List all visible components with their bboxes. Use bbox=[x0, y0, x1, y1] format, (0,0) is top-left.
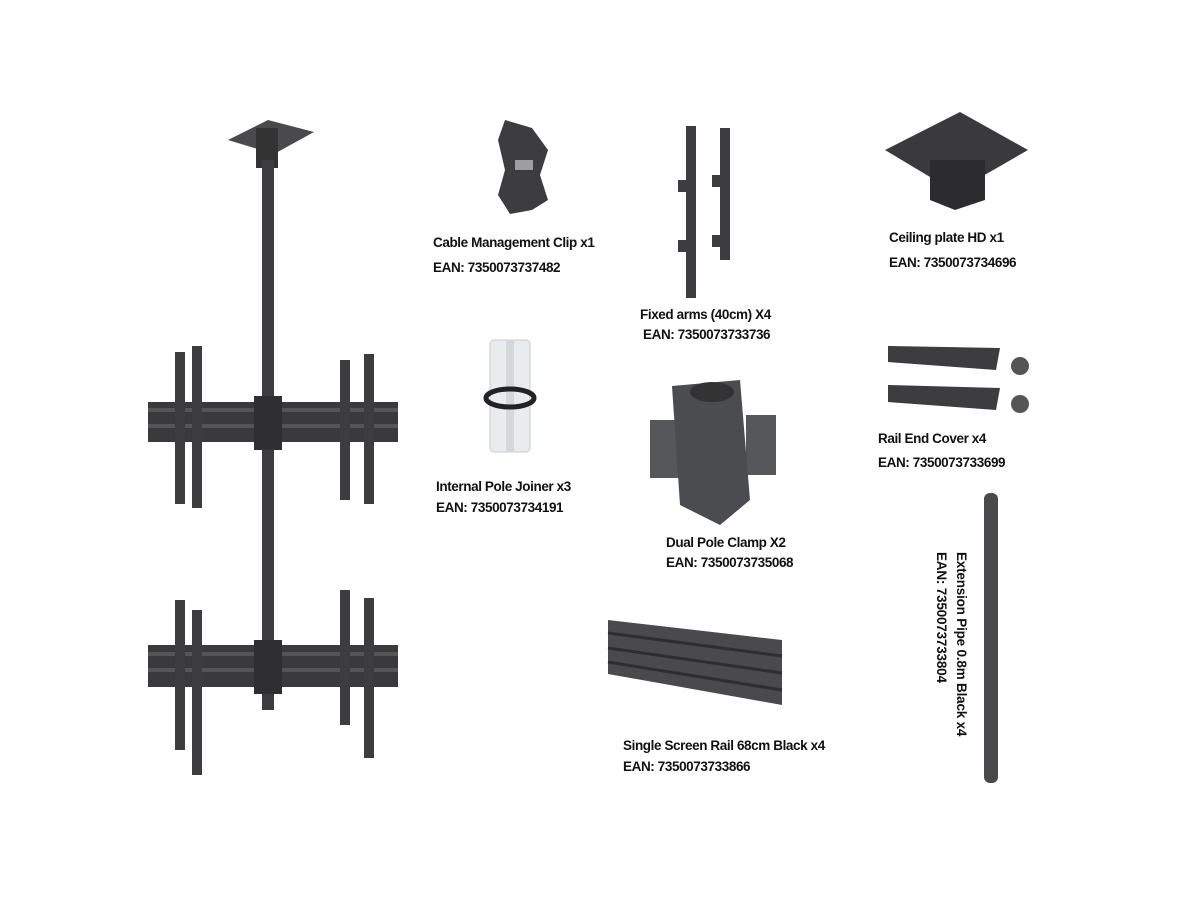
rail-end-cover-name: Rail End Cover x4 bbox=[878, 431, 986, 446]
fixed-arms-ean: EAN: 7350073733736 bbox=[643, 327, 771, 342]
assembled-mount-image bbox=[148, 120, 398, 775]
fixed-arms-name: Fixed arms (40cm) X4 bbox=[640, 307, 771, 322]
cable-clip-ean: EAN: 7350073737482 bbox=[433, 260, 561, 275]
extension-pipe-image bbox=[984, 493, 998, 783]
pole-joiner-ean: EAN: 7350073734191 bbox=[436, 500, 564, 515]
rail-end-cover-ean: EAN: 7350073733699 bbox=[878, 455, 1006, 470]
internal-pole-joiner-image bbox=[483, 339, 537, 453]
fixed-arms-image bbox=[678, 126, 730, 298]
extension-pipe-ean: EAN: 7350073733804 bbox=[934, 552, 949, 683]
cable-clip-name: Cable Management Clip x1 bbox=[433, 235, 595, 250]
ceiling-plate-image bbox=[885, 112, 1028, 210]
ceiling-plate-ean: EAN: 7350073734696 bbox=[889, 255, 1017, 270]
dual-pole-clamp-image bbox=[650, 380, 776, 525]
dual-pole-clamp-name: Dual Pole Clamp X2 bbox=[666, 535, 786, 550]
dual-pole-clamp-ean: EAN: 7350073735068 bbox=[666, 555, 794, 570]
screen-rail-ean: EAN: 7350073733866 bbox=[623, 759, 751, 774]
single-screen-rail-image bbox=[607, 620, 783, 705]
rail-end-cover-image bbox=[888, 346, 1029, 413]
screen-rail-name: Single Screen Rail 68cm Black x4 bbox=[623, 738, 825, 753]
ceiling-plate-name: Ceiling plate HD x1 bbox=[889, 230, 1004, 245]
extension-pipe-name: Extension Pipe 0.8m Black x4 bbox=[954, 552, 969, 737]
pole-joiner-name: Internal Pole Joiner x3 bbox=[436, 479, 571, 494]
cable-management-clip-image bbox=[498, 120, 548, 214]
